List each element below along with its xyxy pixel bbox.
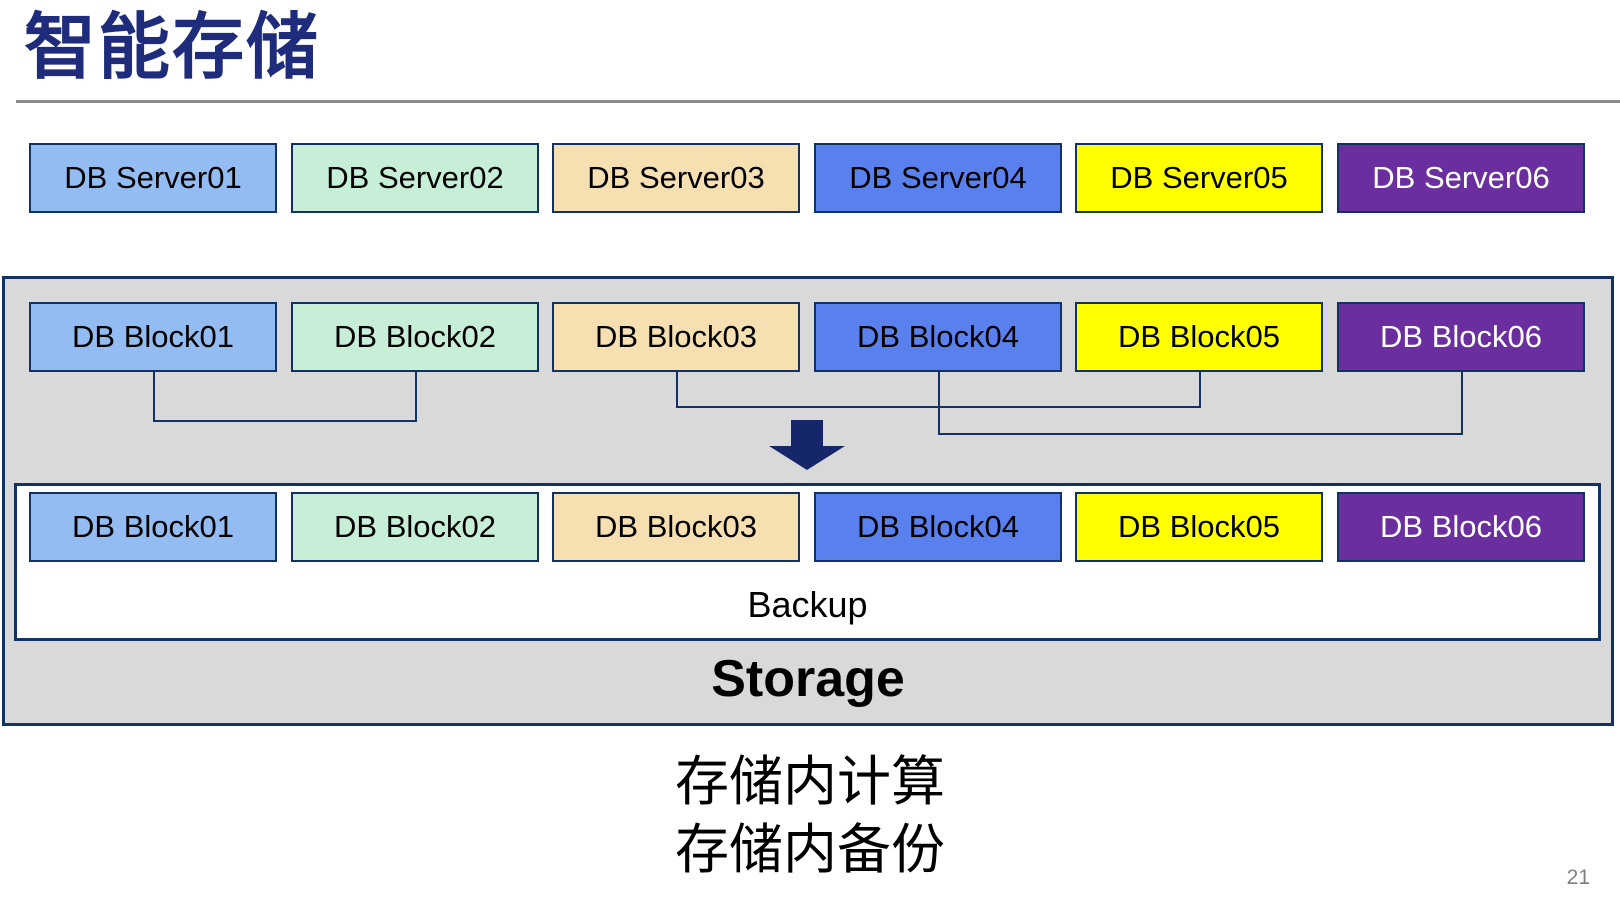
block-box-top-4: DB Block04: [814, 302, 1062, 372]
connector-blocks-4-6: [938, 372, 1463, 435]
block-box-bottom-3: DB Block03: [552, 492, 800, 562]
block-box-label: DB Block01: [72, 509, 234, 544]
backup-container: [14, 483, 1601, 641]
server-box-1: DB Server01: [29, 143, 277, 213]
caption-line-1: 存储内计算: [675, 752, 945, 812]
backup-label: Backup: [747, 584, 868, 625]
server-box-label: DB Server04: [849, 160, 1027, 195]
server-box-5: DB Server05: [1075, 143, 1323, 213]
block-box-bottom-4: DB Block04: [814, 492, 1062, 562]
block-box-top-5: DB Block05: [1075, 302, 1323, 372]
block-box-top-3: DB Block03: [552, 302, 800, 372]
block-box-label: DB Block05: [1118, 319, 1280, 354]
page-title: 智能存储: [24, 8, 321, 88]
down-arrow-icon: [769, 420, 845, 470]
block-box-label: DB Block01: [72, 319, 234, 354]
caption-line-2: 存储内备份: [675, 820, 945, 880]
block-box-top-2: DB Block02: [291, 302, 539, 372]
connector-blocks-1-2: [153, 372, 417, 422]
block-box-top-1: DB Block01: [29, 302, 277, 372]
caption-text: 存储内计算 存储内备份: [0, 748, 1620, 884]
page-number: 21: [1566, 866, 1590, 889]
server-box-label: DB Server05: [1110, 160, 1288, 195]
title-divider: [16, 100, 1620, 103]
block-box-label: DB Block05: [1118, 509, 1280, 544]
server-box-label: DB Server06: [1372, 160, 1550, 195]
block-box-bottom-2: DB Block02: [291, 492, 539, 562]
block-box-bottom-6: DB Block06: [1337, 492, 1585, 562]
block-box-top-6: DB Block06: [1337, 302, 1585, 372]
block-box-label: DB Block03: [595, 319, 757, 354]
storage-label: Storage: [711, 650, 905, 708]
block-box-label: DB Block02: [334, 509, 496, 544]
server-box-2: DB Server02: [291, 143, 539, 213]
server-box-6: DB Server06: [1337, 143, 1585, 213]
block-box-bottom-5: DB Block05: [1075, 492, 1323, 562]
block-box-label: DB Block03: [595, 509, 757, 544]
server-box-label: DB Server03: [587, 160, 765, 195]
server-box-label: DB Server02: [326, 160, 504, 195]
server-box-4: DB Server04: [814, 143, 1062, 213]
block-box-label: DB Block06: [1380, 319, 1542, 354]
block-box-label: DB Block06: [1380, 509, 1542, 544]
server-box-3: DB Server03: [552, 143, 800, 213]
block-box-label: DB Block04: [857, 319, 1019, 354]
block-box-label: DB Block04: [857, 509, 1019, 544]
block-box-label: DB Block02: [334, 319, 496, 354]
server-box-label: DB Server01: [64, 160, 242, 195]
block-box-bottom-1: DB Block01: [29, 492, 277, 562]
